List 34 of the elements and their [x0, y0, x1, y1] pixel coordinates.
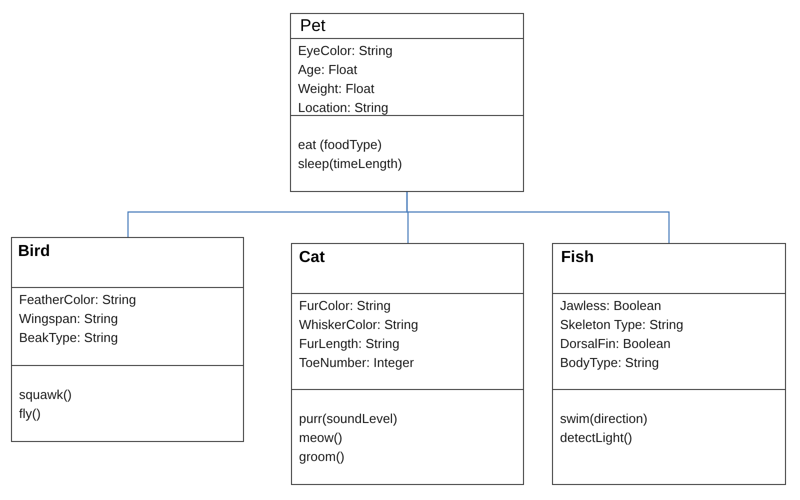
class-box [290, 13, 524, 192]
attribute-text: Wingspan: String [19, 310, 118, 328]
method-text: eat (foodType) [298, 136, 382, 154]
method-text: purr(soundLevel) [299, 410, 398, 428]
method-text: sleep(timeLength) [298, 155, 402, 173]
attribute-text: DorsalFin: Boolean [560, 335, 671, 353]
attribute-text: EyeColor: String [298, 42, 393, 60]
attribute-text: FurColor: String [299, 297, 391, 315]
connector-line [406, 192, 670, 243]
attribute-text: BeakType: String [19, 329, 118, 347]
method-text: swim(direction) [560, 410, 648, 428]
method-text: groom() [299, 448, 345, 466]
attribute-text: WhiskerColor: String [299, 316, 418, 334]
class-box [11, 237, 244, 442]
attributes-compartment [291, 38, 523, 115]
method-text: squawk() [19, 386, 72, 404]
class-name: Pet [299, 15, 326, 37]
class-name: Bird [17, 242, 50, 262]
class-box [291, 243, 524, 485]
attribute-text: ToeNumber: Integer [299, 354, 414, 372]
class-name: Fish [560, 248, 594, 268]
attribute-text: Age: Float [298, 61, 358, 79]
class-box [552, 243, 786, 485]
attribute-text: BodyType: String [560, 354, 659, 372]
attribute-text: Jawless: Boolean [560, 297, 662, 315]
attribute-text: FeatherColor: String [19, 291, 136, 309]
attribute-text: FurLength: String [299, 335, 400, 353]
attribute-text: Location: String [298, 99, 388, 117]
method-text: fly() [19, 405, 41, 423]
attribute-text: Skeleton Type: String [560, 316, 684, 334]
method-text: meow() [299, 429, 342, 447]
attribute-text: Weight: Float [298, 80, 374, 98]
method-text: detectLight() [560, 429, 632, 447]
class-name: Cat [298, 248, 325, 268]
